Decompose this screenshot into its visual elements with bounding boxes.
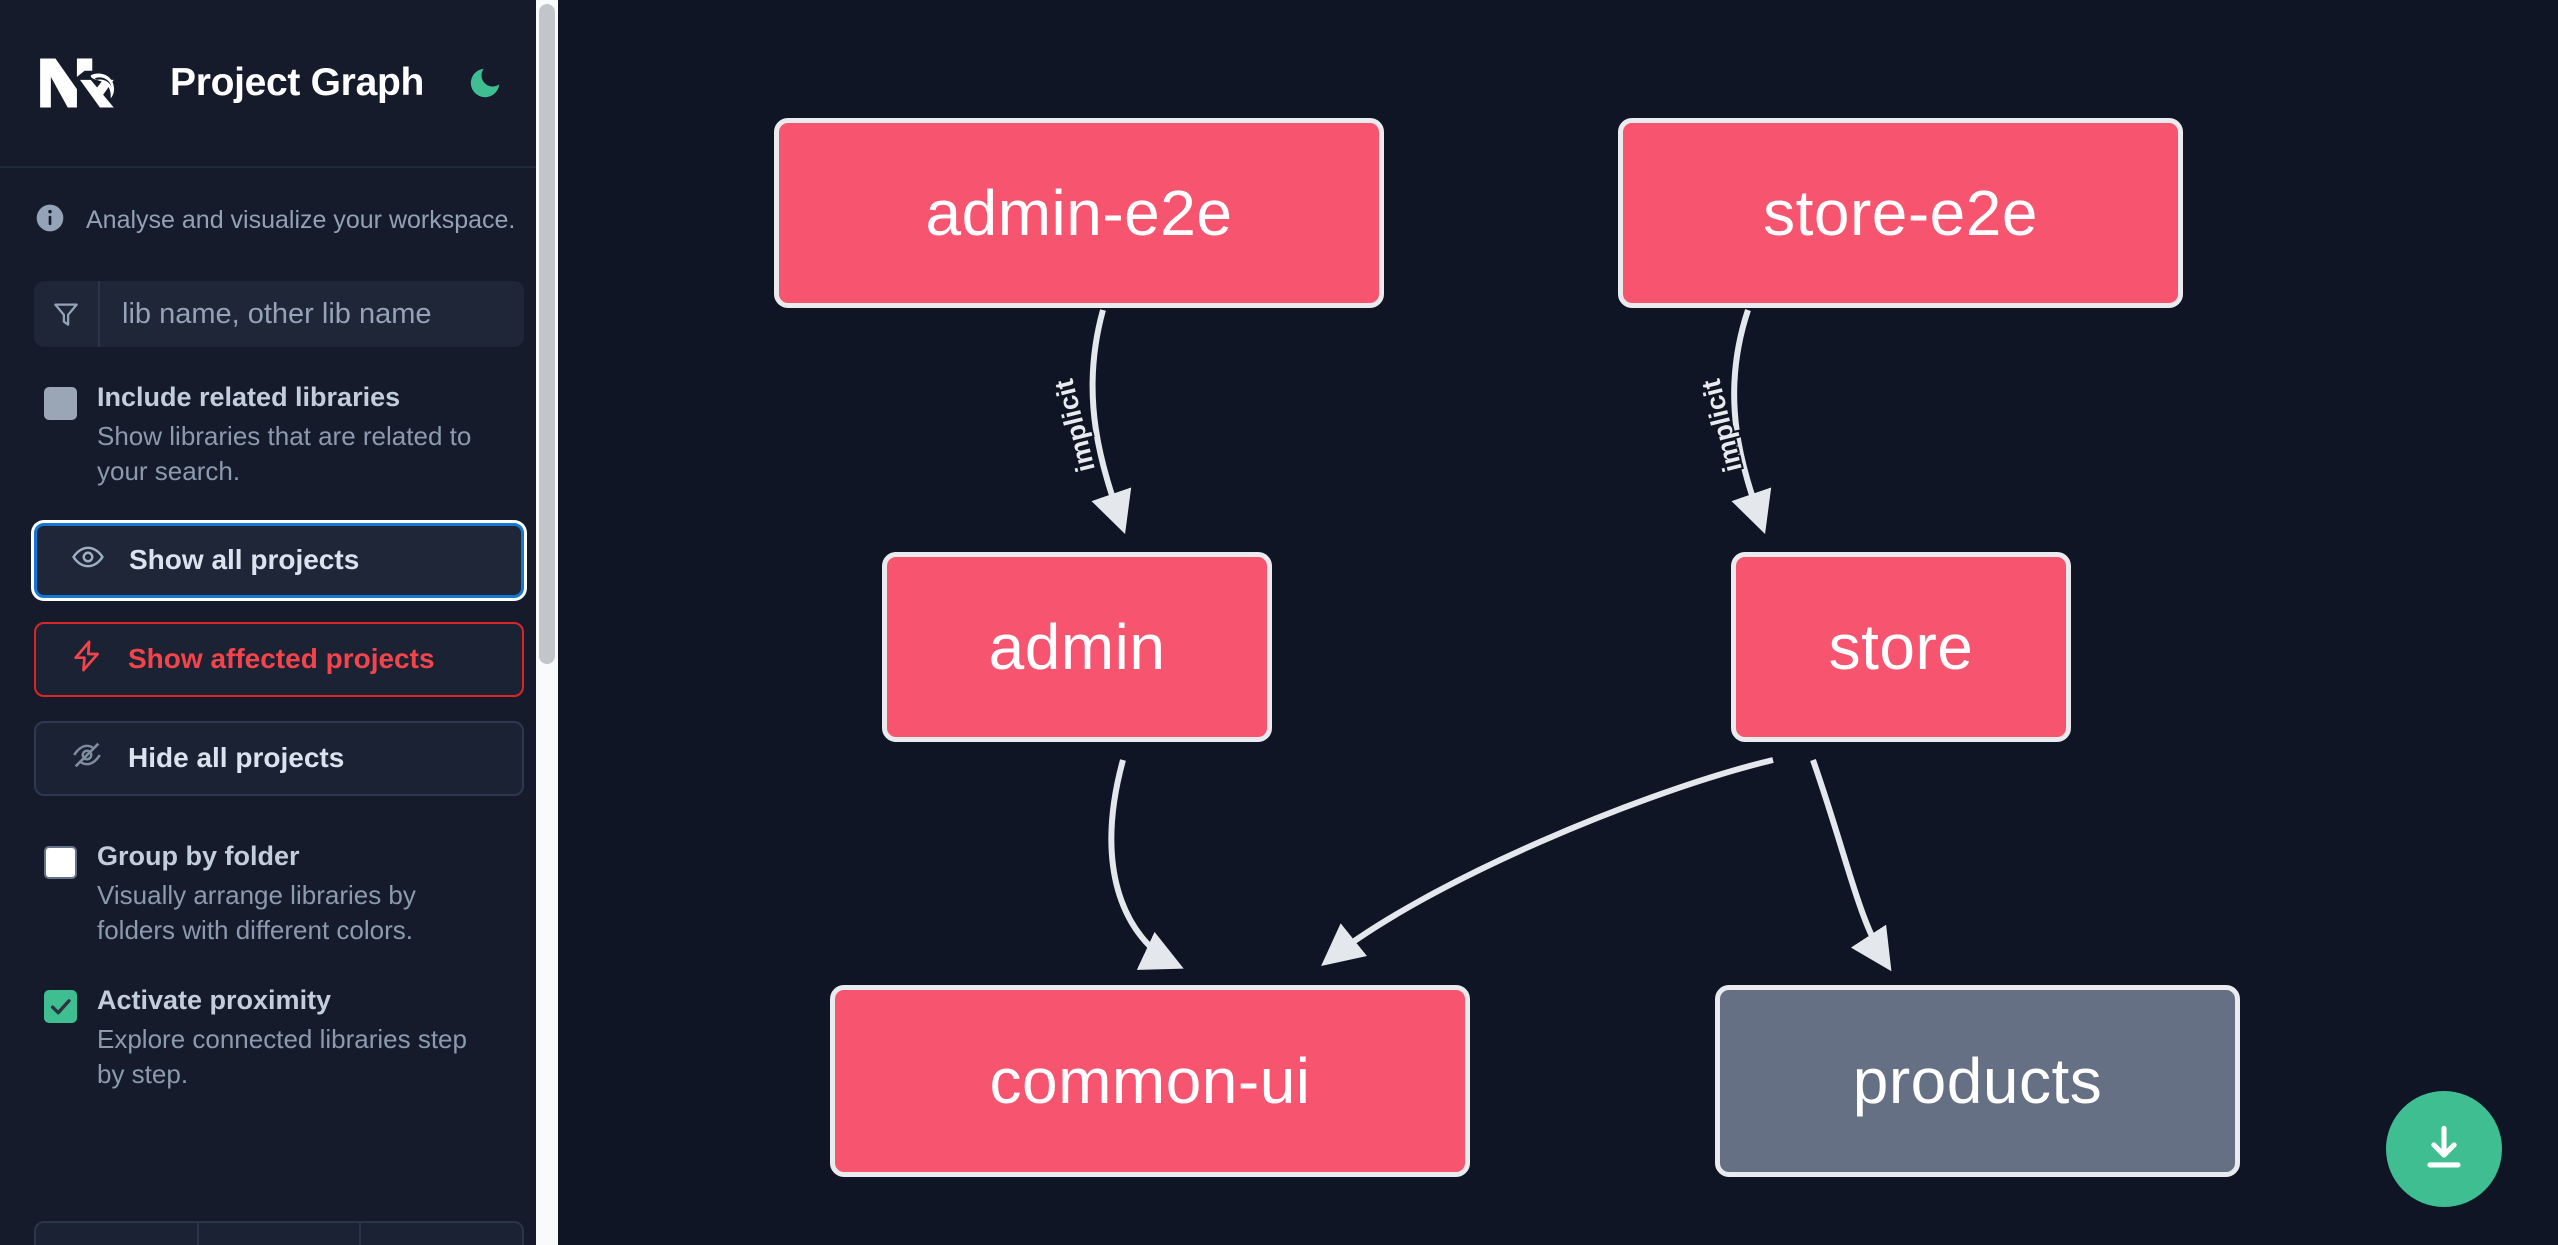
graph-edges: [1089, 309, 1892, 972]
show-affected-projects-button[interactable]: Show affected projects: [34, 621, 524, 697]
edge-store-products: [1810, 759, 1892, 972]
graph-node-admin-e2e-label: admin-e2e: [925, 177, 1233, 249]
show-all-projects-button[interactable]: Show all projects: [34, 522, 524, 598]
checkbox-activate-proximity[interactable]: Activate proximity Explore connected lib…: [0, 948, 558, 1092]
graph-node-store-e2e-label: store-e2e: [1763, 177, 2038, 249]
show-affected-projects-label: Show affected projects: [128, 643, 435, 675]
moon-icon[interactable]: [462, 60, 508, 106]
graph-node-admin[interactable]: admin: [882, 552, 1272, 742]
workspace-info-text: Analyse and visualize your workspace.: [86, 206, 516, 234]
checkbox-include-related-libraries-description: Show libraries that are related to your …: [97, 420, 472, 486]
checkbox-include-related-libraries[interactable]: Include related libraries Show libraries…: [0, 347, 558, 489]
hide-all-projects-label: Hide all projects: [128, 742, 345, 774]
download-icon: [2427, 1125, 2461, 1168]
eye-off-icon: [70, 738, 104, 779]
checkbox-group-by-folder[interactable]: Group by folder Visually arrange librari…: [0, 796, 558, 948]
show-all-projects-label: Show all projects: [129, 544, 360, 576]
checkbox-activate-proximity-label: Activate proximity: [97, 984, 332, 1015]
sidebar: Project Graph Analyse and visualize your…: [0, 0, 558, 1245]
nx-logo-icon: [34, 52, 126, 114]
sidebar-scrollbar[interactable]: [536, 0, 558, 1245]
hide-all-projects-button[interactable]: Hide all projects: [34, 720, 524, 796]
checkbox-include-related-libraries-box[interactable]: [44, 387, 77, 420]
edge-admin-e2e-admin: [1089, 309, 1132, 534]
proximity-step-button-3[interactable]: [361, 1223, 522, 1245]
search-box[interactable]: [34, 281, 524, 347]
edge-store-common-ui: [1321, 757, 1774, 966]
graph-node-store-e2e[interactable]: store-e2e: [1618, 118, 2183, 308]
page-title: Project Graph: [170, 61, 424, 104]
search-input[interactable]: [100, 281, 524, 347]
graph-node-store-label: store: [1828, 611, 1974, 683]
edge-store-e2e-store: [1731, 309, 1772, 534]
download-graph-button[interactable]: [2386, 1091, 2502, 1207]
info-circle-icon: [34, 202, 66, 239]
checkbox-activate-proximity-description: Explore connected libraries step by step…: [97, 1023, 467, 1089]
graph-node-common-ui[interactable]: common-ui: [830, 985, 1470, 1177]
checkbox-group-by-folder-label: Group by folder: [97, 840, 300, 871]
checkbox-include-related-libraries-label: Include related libraries: [97, 382, 401, 412]
filter-icon: [34, 281, 100, 347]
eye-icon: [71, 540, 105, 581]
proximity-step-button-1[interactable]: [36, 1223, 199, 1245]
visibility-button-group: Show all projects Show affected projects: [0, 489, 558, 796]
proximity-step-button-group[interactable]: [34, 1221, 524, 1245]
lightning-bolt-icon: [70, 639, 104, 680]
graph-node-products-label: products: [1852, 1045, 2103, 1117]
search-row: [0, 239, 558, 347]
checkbox-group-by-folder-description: Visually arrange libraries by folders wi…: [97, 879, 416, 945]
graph-node-admin-label: admin: [988, 611, 1166, 683]
workspace-info: Analyse and visualize your workspace.: [0, 168, 558, 239]
graph-node-admin-e2e[interactable]: admin-e2e: [774, 118, 1384, 308]
graph-node-store[interactable]: store: [1731, 552, 2071, 742]
proximity-step-button-2[interactable]: [199, 1223, 362, 1245]
sidebar-scrollbar-thumb[interactable]: [539, 4, 555, 664]
sidebar-header: Project Graph: [0, 0, 558, 168]
graph-canvas[interactable]: admin-e2e store-e2e admin store common-u…: [558, 0, 2558, 1245]
edge-admin-common-ui: [1108, 759, 1184, 970]
checkbox-group-by-folder-box[interactable]: [44, 845, 77, 879]
graph-node-common-ui-label: common-ui: [989, 1045, 1311, 1117]
checkbox-activate-proximity-box[interactable]: [44, 989, 77, 1023]
checkmark-icon: [50, 999, 71, 1015]
graph-node-products[interactable]: products: [1715, 985, 2240, 1177]
